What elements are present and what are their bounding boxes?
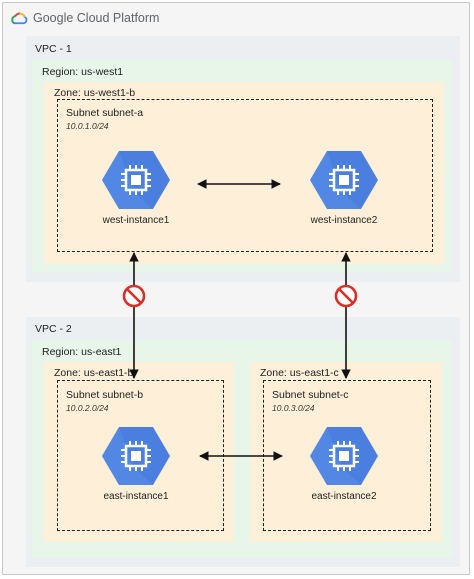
compute-engine-chip-icon xyxy=(102,427,170,485)
subnet-c-label: Subnet subnet-c xyxy=(272,389,349,401)
subnet-a-label: Subnet subnet-a xyxy=(66,107,144,119)
subnet-b-label: Subnet subnet-b xyxy=(66,389,144,401)
region-us-east1-label: Region: us-east1 xyxy=(42,346,122,358)
subnet-b-cidr: 10.0.2.0/24 xyxy=(66,403,109,413)
subnet-c-cidr: 10.0.3.0/24 xyxy=(272,403,315,413)
vpc-1-label: VPC - 1 xyxy=(35,43,72,55)
instance-label: west-instance1 xyxy=(102,215,170,226)
instance-west-instance1[interactable]: west-instance1 xyxy=(86,150,186,226)
zone-us-west1-b-label: Zone: us-west1-b xyxy=(54,87,136,99)
compute-engine-chip-icon xyxy=(310,427,378,485)
zone-us-east1-c-label: Zone: us-east1-c xyxy=(260,367,339,379)
instance-east-instance2[interactable]: east-instance2 xyxy=(294,426,394,502)
brand-title: Google Cloud Platform xyxy=(33,11,160,25)
instance-east-instance1[interactable]: east-instance1 xyxy=(86,426,186,502)
instance-label: west-instance2 xyxy=(310,215,378,226)
google-cloud-icon xyxy=(11,12,28,25)
gcp-logo: Google Cloud Platform xyxy=(10,8,159,28)
compute-engine-chip-icon xyxy=(102,151,170,209)
vpc-2-label: VPC - 2 xyxy=(35,323,72,335)
instance-west-instance2[interactable]: west-instance2 xyxy=(294,150,394,226)
compute-engine-chip-icon xyxy=(310,151,378,209)
subnet-a: Subnet subnet-a 10.0.1.0/24 xyxy=(57,99,433,252)
zone-us-east1-b-label: Zone: us-east1-b xyxy=(54,367,134,379)
instance-label: east-instance2 xyxy=(311,491,377,502)
instance-label: east-instance1 xyxy=(103,491,169,502)
region-us-west1-label: Region: us-west1 xyxy=(42,66,124,78)
subnet-a-cidr: 10.0.1.0/24 xyxy=(66,121,109,131)
